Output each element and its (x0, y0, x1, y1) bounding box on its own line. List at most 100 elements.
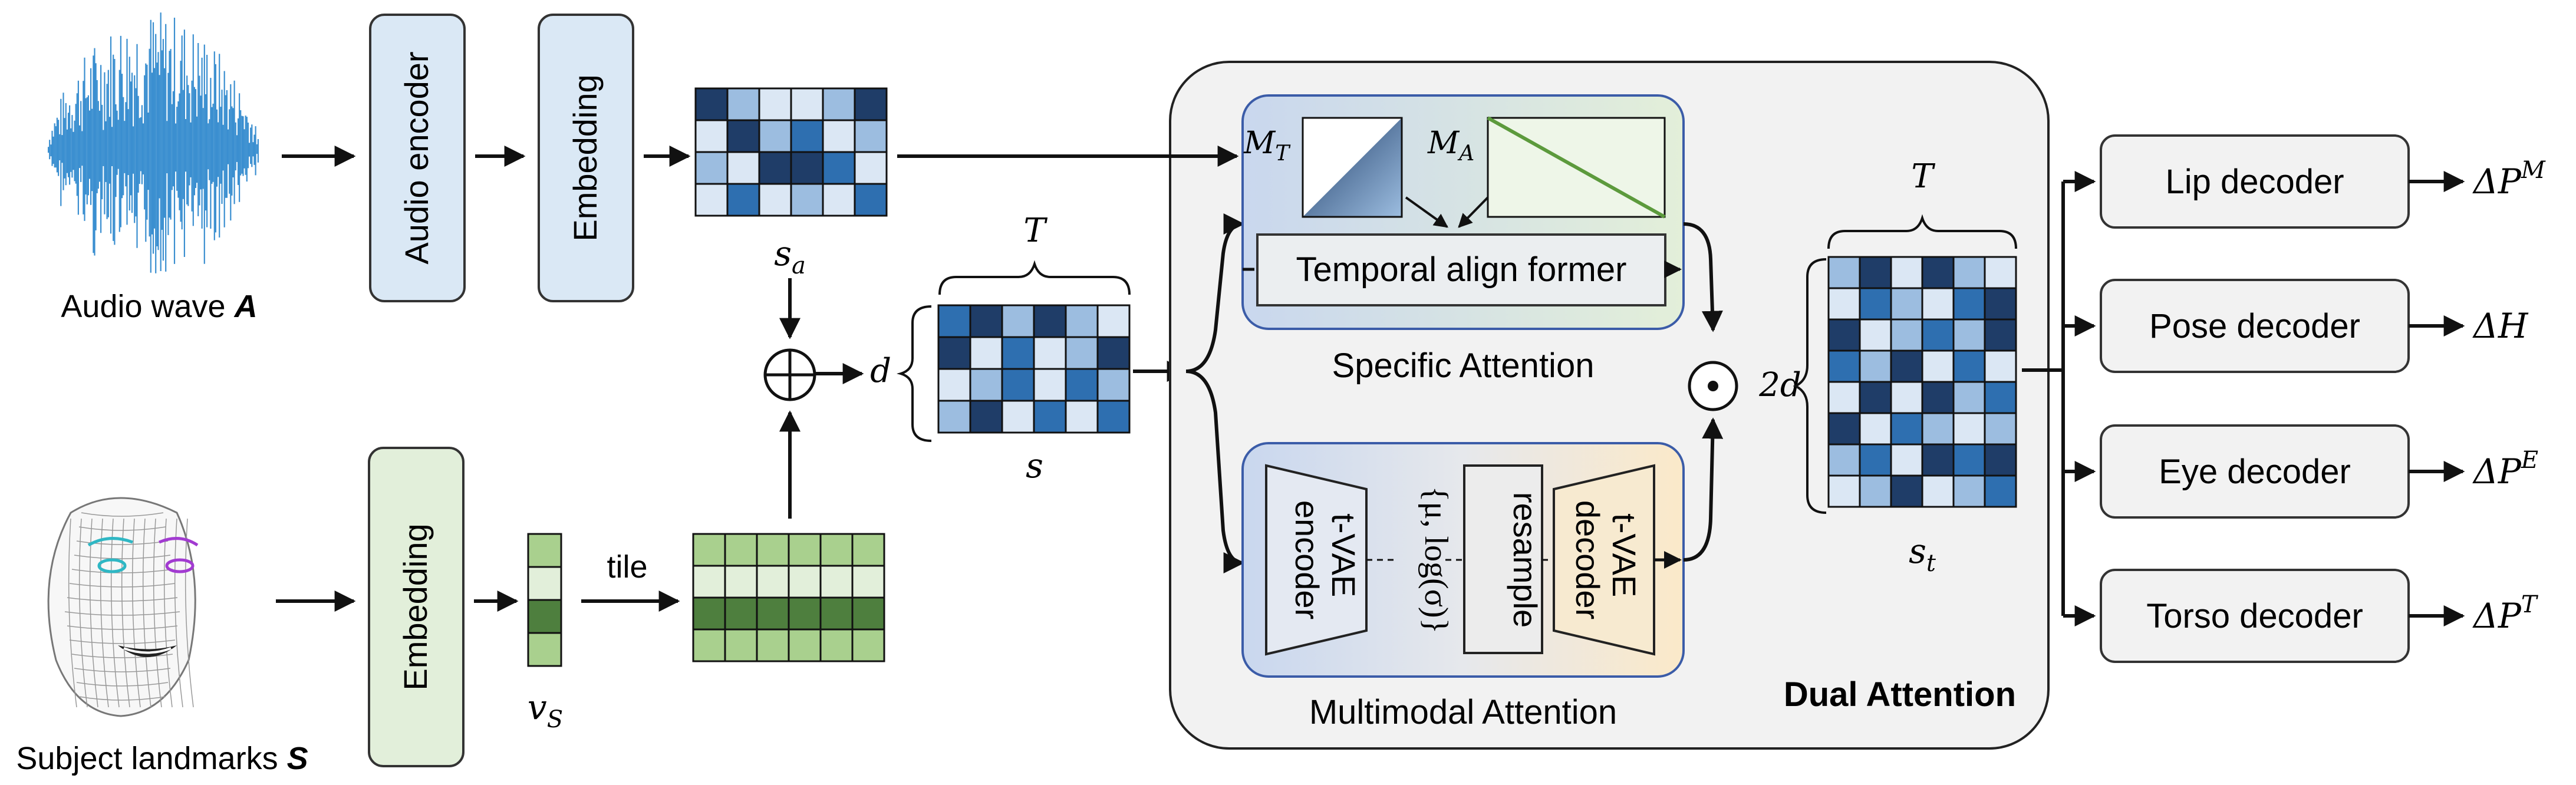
s-a-cell (822, 183, 856, 217)
t-brace-right (1827, 214, 2017, 249)
tile-cell (692, 596, 726, 631)
two-d-label: 2d (1758, 366, 1801, 404)
tile-cell (819, 596, 854, 631)
tiled-subject-matrix (692, 533, 885, 662)
s-t-cell (1890, 474, 1923, 508)
s-a-cell (726, 183, 760, 217)
s-a-cell (822, 119, 856, 153)
s-t-label: st (1909, 531, 1936, 577)
s-t-cell (1921, 287, 1955, 321)
tile-cell (851, 565, 885, 599)
s-t-cell (1890, 412, 1923, 446)
s-cell (1065, 304, 1099, 338)
s-a-cell (790, 183, 824, 217)
s-t-cell (1952, 287, 1986, 321)
t-vae-encoder-block (1265, 464, 1368, 656)
s-a-cell (694, 151, 729, 185)
s-t-cell (1921, 318, 1955, 352)
subject-embedding-label: Embedding (397, 523, 434, 690)
s-t-cell (1827, 256, 1861, 289)
s-cell (1096, 304, 1131, 338)
t-vae-decoder-block (1553, 464, 1655, 656)
s-cell (969, 304, 1003, 338)
s-cell (1096, 400, 1131, 434)
s-t-cell (1984, 349, 2017, 383)
tile-cell (756, 628, 790, 662)
s-t-cell (1890, 256, 1923, 289)
tile-cell (788, 533, 822, 567)
temporal-align-former-label: Temporal align former (1296, 250, 1627, 289)
arrow-multimodal-to-odot (1683, 417, 1724, 562)
tile-label: tile (607, 549, 647, 585)
tile-cell (788, 565, 822, 599)
t-vae-decoder-label: t-VAE decoder (1569, 500, 1643, 619)
v-s-label: vS (528, 687, 563, 733)
s-cell (1065, 400, 1099, 434)
arrow-specific-to-odot (1683, 222, 1723, 332)
tile-cell (692, 628, 726, 662)
audio-embedding-label: Embedding (566, 74, 604, 241)
s-t-cell (1890, 287, 1923, 321)
s-t-cell (1921, 443, 1955, 477)
s-t-cell (1827, 474, 1861, 508)
tile-cell (819, 628, 854, 662)
s-cell (937, 336, 971, 370)
s-t-cell (1984, 318, 2017, 352)
tile-cell (724, 596, 758, 631)
s-t-cell (1859, 412, 1892, 446)
s-t-cell (1952, 318, 1986, 352)
t-label-right: T (1911, 157, 1935, 196)
audio-wave-icon (47, 12, 259, 273)
t-label-top: T (1023, 212, 1047, 250)
tile-cell (788, 596, 822, 631)
v-s-vector (527, 533, 562, 667)
decoder-output-label: ΔPE (2472, 447, 2538, 492)
s-a-cell (694, 183, 729, 217)
m-t-label: MT (1243, 126, 1291, 166)
s-cell (1096, 368, 1131, 402)
s-t-cell (1921, 474, 1955, 508)
s-t-cell (1859, 287, 1892, 321)
s-t-cell (1890, 349, 1923, 383)
decoder-output-label: ΔPT (2472, 591, 2539, 636)
tile-cell (851, 596, 885, 631)
m-t-mask-fill (1303, 118, 1402, 217)
s-a-matrix (694, 87, 888, 217)
s-a-cell (790, 151, 824, 185)
decoder-label: Torso decoder (2146, 597, 2363, 635)
s-cell (1001, 368, 1035, 402)
s-a-cell (758, 151, 792, 185)
s-t-cell (1984, 412, 2017, 446)
tile-cell (756, 533, 790, 567)
tile-cell (851, 628, 885, 662)
s-cell (937, 304, 971, 338)
two-d-brace (1793, 258, 1827, 514)
tile-cell (851, 533, 885, 567)
s-a-cell (854, 119, 888, 153)
audio-encoder-block (369, 14, 466, 302)
s-t-cell (1921, 412, 1955, 446)
s-t-cell (1952, 474, 1986, 508)
s-t-cell (1859, 349, 1892, 383)
s-cell (937, 368, 971, 402)
audio-wave-label: Audio wave A (61, 289, 257, 324)
s-t-matrix (1827, 256, 2017, 508)
arrow-split-to-multimodal (1185, 370, 1245, 573)
audio-embedding-block (538, 14, 634, 302)
v-s-cell (527, 533, 562, 568)
s-a-cell (758, 119, 792, 153)
decoder-label: Eye decoder (2159, 453, 2351, 491)
tile-cell (724, 628, 758, 662)
s-t-cell (1827, 287, 1861, 321)
subject-embedding-block (368, 447, 465, 767)
v-s-cell (527, 566, 562, 601)
s-a-cell (822, 151, 856, 185)
tile-cell (724, 533, 758, 567)
s-a-cell (726, 151, 760, 185)
resample-label: resample (1507, 492, 1544, 628)
s-t-cell (1984, 287, 2017, 321)
temporal-align-former-block (1256, 233, 1666, 306)
s-a-cell (726, 87, 760, 121)
s-t-cell (1859, 318, 1892, 352)
tile-cell (819, 565, 854, 599)
